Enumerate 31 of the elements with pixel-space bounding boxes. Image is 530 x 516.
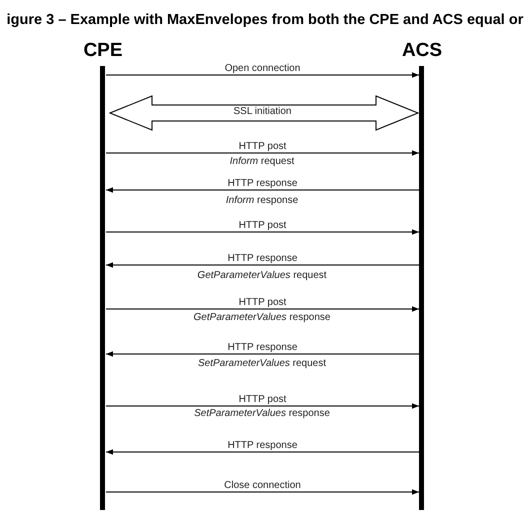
lifeline-heading: CPE: [82, 40, 124, 62]
edge-label: HTTP response: [228, 342, 298, 354]
figure-title: igure 3 – Example with MaxEnvelopes from both the CPE and ACS equal or: [6, 12, 524, 28]
edge-label: HTTP post: [238, 220, 286, 232]
lifeline-heading: ACS: [400, 40, 444, 62]
block-arrow: [108, 95, 420, 131]
message-label: GetParameterValues request: [197, 270, 327, 282]
edge-label: Open connection: [224, 63, 300, 75]
edge-label: HTTP post: [238, 394, 286, 406]
message-arrow: [106, 229, 420, 235]
message-arrow: [106, 403, 420, 409]
message-arrow: [106, 150, 420, 156]
message-arrow: [106, 306, 420, 312]
message-arrow: [106, 351, 420, 357]
message-label: SetParameterValues response: [194, 408, 330, 420]
edge-label: HTTP post: [238, 297, 286, 309]
edge-label: Close connection: [224, 480, 301, 492]
message-arrow: [106, 449, 420, 455]
edge-label: HTTP response: [228, 440, 298, 452]
message-label: SetParameterValues request: [198, 358, 326, 370]
message-label: Inform request: [230, 156, 294, 168]
message-arrow: [106, 489, 420, 495]
edge-label: HTTP response: [228, 178, 298, 190]
message-label: Inform response: [226, 195, 298, 207]
message-arrow: [106, 72, 420, 78]
message-label: GetParameterValues response: [194, 312, 330, 324]
edge-label: SSL initiation: [234, 106, 292, 118]
edge-label: HTTP response: [228, 253, 298, 265]
message-arrow: [106, 262, 420, 268]
edge-label: HTTP post: [238, 141, 286, 153]
message-arrow: [106, 187, 420, 193]
